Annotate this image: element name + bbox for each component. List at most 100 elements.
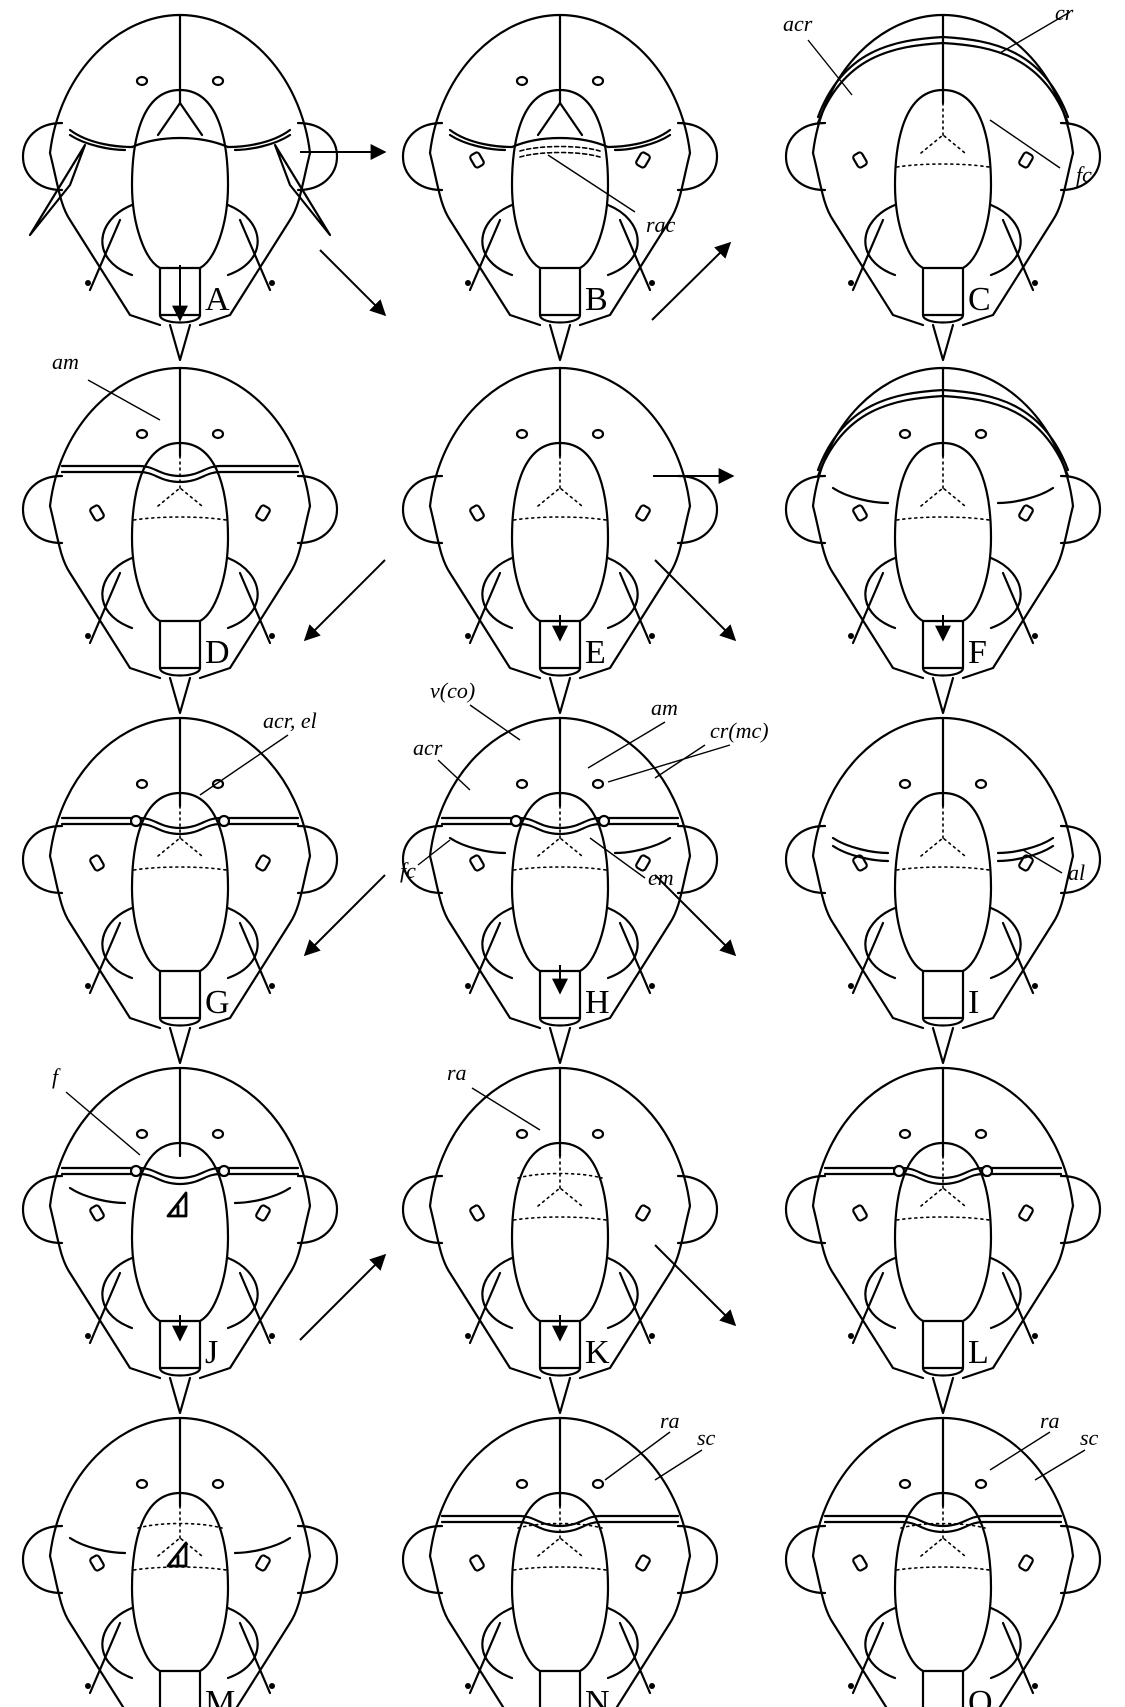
- gena-line: [853, 220, 1033, 290]
- label-rac: rac: [646, 212, 676, 237]
- antennal-pit-left: [852, 1204, 868, 1221]
- gena-dot-right: [1032, 983, 1038, 989]
- antennal-pit-left: [89, 504, 105, 521]
- ocellus-right: [599, 816, 609, 826]
- label-acr-C: acr: [783, 11, 813, 36]
- panel-label-G: G: [205, 984, 230, 1021]
- rac-line: [520, 147, 600, 158]
- lora: [865, 1258, 1020, 1328]
- gena-dot-right: [1032, 633, 1038, 639]
- leader-16: [605, 1432, 670, 1480]
- antennal-pit-right: [635, 151, 651, 168]
- leader-7: [588, 722, 665, 768]
- antennal-pit-right: [255, 1204, 271, 1221]
- head-left-margin: [813, 856, 923, 1028]
- label-am-D: am: [52, 349, 79, 374]
- antennal-pit-right: [1018, 1204, 1034, 1221]
- panel-label-C: C: [968, 281, 991, 318]
- anteclypeus: [160, 1671, 200, 1707]
- panel-label-L: L: [968, 1334, 989, 1371]
- frontoclypeal-dots: [897, 103, 989, 167]
- label-sc-N: sc: [697, 1425, 716, 1450]
- leader-19: [1035, 1450, 1085, 1480]
- gena-dot-right: [649, 280, 655, 286]
- leader-3: [990, 120, 1060, 168]
- ocellus-left: [137, 77, 147, 85]
- panel-label-I: I: [968, 984, 979, 1021]
- rostrum-tip: [550, 678, 570, 713]
- antennal-pit-left: [852, 151, 868, 168]
- leader-12: [590, 838, 645, 878]
- leader-0: [548, 155, 635, 212]
- ocellus-left: [511, 816, 521, 826]
- gena-dot-right: [1032, 1683, 1038, 1689]
- frontoclypeal-dots: [514, 1156, 606, 1220]
- panel-label-O: O: [968, 1684, 993, 1707]
- frontoclypeal-dots: [134, 806, 226, 870]
- lora: [482, 1608, 637, 1678]
- gena-dot-left: [465, 1333, 471, 1339]
- ocellus-right: [213, 430, 223, 438]
- frontoclypeal-arc: [132, 138, 228, 147]
- panel-label-J: J: [205, 1334, 218, 1371]
- head-left-margin: [430, 506, 540, 678]
- panel-label-E: E: [585, 634, 606, 671]
- ocellus-left: [137, 1130, 147, 1138]
- head-left-margin: [430, 856, 540, 1028]
- ocellus-right: [976, 1480, 986, 1488]
- ocellus-left: [137, 1480, 147, 1488]
- lora: [865, 205, 1020, 275]
- rostrum-tip: [170, 678, 190, 713]
- gena-line: [90, 1623, 270, 1693]
- gena-dot-left: [848, 983, 854, 989]
- gena-dot-left: [465, 633, 471, 639]
- rostrum-tip: [550, 1028, 570, 1063]
- head-left-margin: [50, 1206, 160, 1378]
- antennal-pit-left: [89, 1554, 105, 1571]
- ocellus-left: [900, 1130, 910, 1138]
- ocellus-left: [517, 430, 527, 438]
- gena-dot-left: [848, 1683, 854, 1689]
- gena-dot-left: [465, 1683, 471, 1689]
- head-L: [786, 1068, 1100, 1413]
- antennal-pit-right: [635, 1204, 651, 1221]
- ocellus-left: [517, 1130, 527, 1138]
- leader-11: [418, 840, 450, 865]
- label-cr-C: cr: [1055, 0, 1074, 25]
- ocellus-left: [900, 430, 910, 438]
- antennal-pit-left: [469, 1554, 485, 1571]
- head-F: [786, 368, 1100, 713]
- arrow-2: [652, 243, 730, 320]
- ocellus-right: [593, 77, 603, 85]
- label-ra-N: ra: [660, 1408, 680, 1433]
- antennal-pit-left: [852, 1554, 868, 1571]
- antennal-pit-right: [1018, 151, 1034, 168]
- leader-8: [608, 745, 730, 782]
- anteclypeus: [540, 1671, 580, 1707]
- gena-dot-right: [1032, 1333, 1038, 1339]
- head-I: [786, 718, 1100, 1063]
- ocellus-right: [213, 77, 223, 85]
- rostrum-tip: [933, 1378, 953, 1413]
- lora: [102, 1608, 257, 1678]
- ocellus-right: [976, 780, 986, 788]
- label-ra-K: ra: [447, 1060, 467, 1085]
- ocellus-right: [219, 1166, 229, 1176]
- arrow-5: [305, 560, 385, 640]
- head-D: [23, 368, 337, 713]
- label-am-H: am: [651, 695, 678, 720]
- head-E: [403, 368, 717, 713]
- antennal-pit-right: [255, 1554, 271, 1571]
- antennal-pit-left: [469, 854, 485, 871]
- frontoclypeal-dots: [134, 1506, 226, 1570]
- head-N: [403, 1418, 717, 1707]
- gena-dot-right: [269, 1683, 275, 1689]
- gena-dot-left: [85, 1333, 91, 1339]
- head-left-margin: [813, 506, 923, 678]
- head-left-margin: [813, 153, 923, 325]
- head-left-margin: [50, 856, 160, 1028]
- antennal-pit-right: [635, 504, 651, 521]
- ocellus-left: [894, 1166, 904, 1176]
- panel-label-K: K: [585, 1334, 610, 1371]
